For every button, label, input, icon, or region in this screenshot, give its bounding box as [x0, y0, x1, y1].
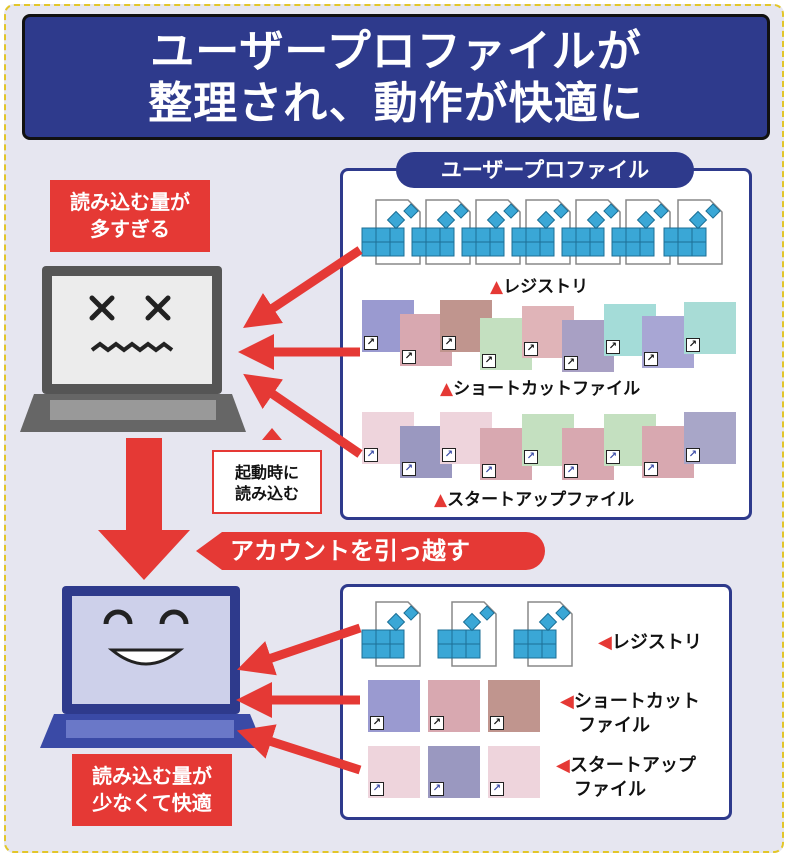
startup-arrow-icon: ↗ [524, 450, 538, 464]
startup-label: ▲スタートアップファイル [434, 490, 635, 510]
shortcut-file-icon: ↗ [428, 680, 480, 732]
startup-arrow-icon: ↗ [370, 782, 384, 796]
migrate-callout: アカウントを引っ越す [196, 528, 546, 574]
shortcut-file-icon: ↗ [684, 302, 736, 354]
startup-arrow-icon: ↗ [430, 782, 444, 796]
shortcut-label-new: ◀ショートカットファイル [560, 691, 700, 736]
migrate-label: アカウントを引っ越す [230, 537, 470, 565]
startup-arrow-icon: ↗ [686, 448, 700, 462]
registry-file-icon [410, 198, 474, 266]
shortcut-file-icon: ↗ [368, 680, 420, 732]
load-arrows-bottom [236, 623, 362, 775]
registry-label: ▲レジストリ [490, 277, 589, 297]
registry-file-icon [360, 198, 424, 266]
shortcut-label: ▲ショートカットファイル [440, 379, 641, 399]
startup-arrow-icon: ↗ [442, 448, 456, 462]
user-profile-header: ユーザープロファイル [396, 152, 694, 188]
shortcut-arrow-icon: ↗ [442, 336, 456, 350]
registry-file-icon [560, 198, 624, 266]
registry-file-icon [460, 198, 524, 266]
shortcut-arrow-icon: ↗ [490, 716, 504, 730]
shortcut-arrow-icon: ↗ [430, 716, 444, 730]
startup-label-new: ◀スタートアップファイル [556, 755, 696, 800]
shortcut-file-icon: ↗ [488, 680, 540, 732]
shortcut-arrow-icon: ↗ [564, 356, 578, 370]
happy-laptop-icon [40, 586, 264, 748]
startup-file-icon: ↗ [428, 746, 480, 798]
boot-load-callout: 起動時に読み込む [212, 450, 322, 514]
title-line-2: 整理され、動作が快適に [148, 78, 644, 129]
startup-file-icon: ↗ [488, 746, 540, 798]
little-load-callout: 読み込む量が少なくて快適 [72, 754, 232, 826]
startup-arrow-icon: ↗ [564, 464, 578, 478]
startup-arrow-icon: ↗ [364, 448, 378, 462]
startup-arrow-icon: ↗ [490, 782, 504, 796]
startup-arrow-icon: ↗ [482, 464, 496, 478]
startup-arrow-icon: ↗ [402, 462, 416, 476]
startup-file-icon: ↗ [684, 412, 736, 464]
title-line-1: ユーザープロファイルが [150, 26, 642, 77]
shortcut-arrow-icon: ↗ [482, 354, 496, 368]
registry-file-icon [360, 600, 424, 668]
shortcut-arrow-icon: ↗ [364, 336, 378, 350]
sad-laptop-icon [20, 266, 246, 432]
load-arrows-top [238, 246, 363, 458]
too-much-callout: 読み込む量が多すぎる [50, 180, 210, 252]
shortcut-arrow-icon: ↗ [686, 338, 700, 352]
shortcut-arrow-icon: ↗ [606, 340, 620, 354]
shortcut-arrow-icon: ↗ [644, 352, 658, 366]
shortcut-arrow-icon: ↗ [402, 350, 416, 364]
registry-file-icon [662, 198, 726, 266]
shortcut-arrow-icon: ↗ [370, 716, 384, 730]
startup-arrow-icon: ↗ [606, 450, 620, 464]
migration-down-arrow [98, 438, 190, 580]
registry-file-icon [510, 198, 574, 266]
registry-file-icon [512, 600, 576, 668]
startup-arrow-icon: ↗ [644, 462, 658, 476]
title-banner: ユーザープロファイルが 整理され、動作が快適に [22, 14, 770, 140]
registry-file-icon [610, 198, 674, 266]
registry-file-icon [436, 600, 500, 668]
shortcut-arrow-icon: ↗ [524, 342, 538, 356]
startup-file-icon: ↗ [368, 746, 420, 798]
registry-label-new: ◀レジストリ [598, 632, 702, 653]
